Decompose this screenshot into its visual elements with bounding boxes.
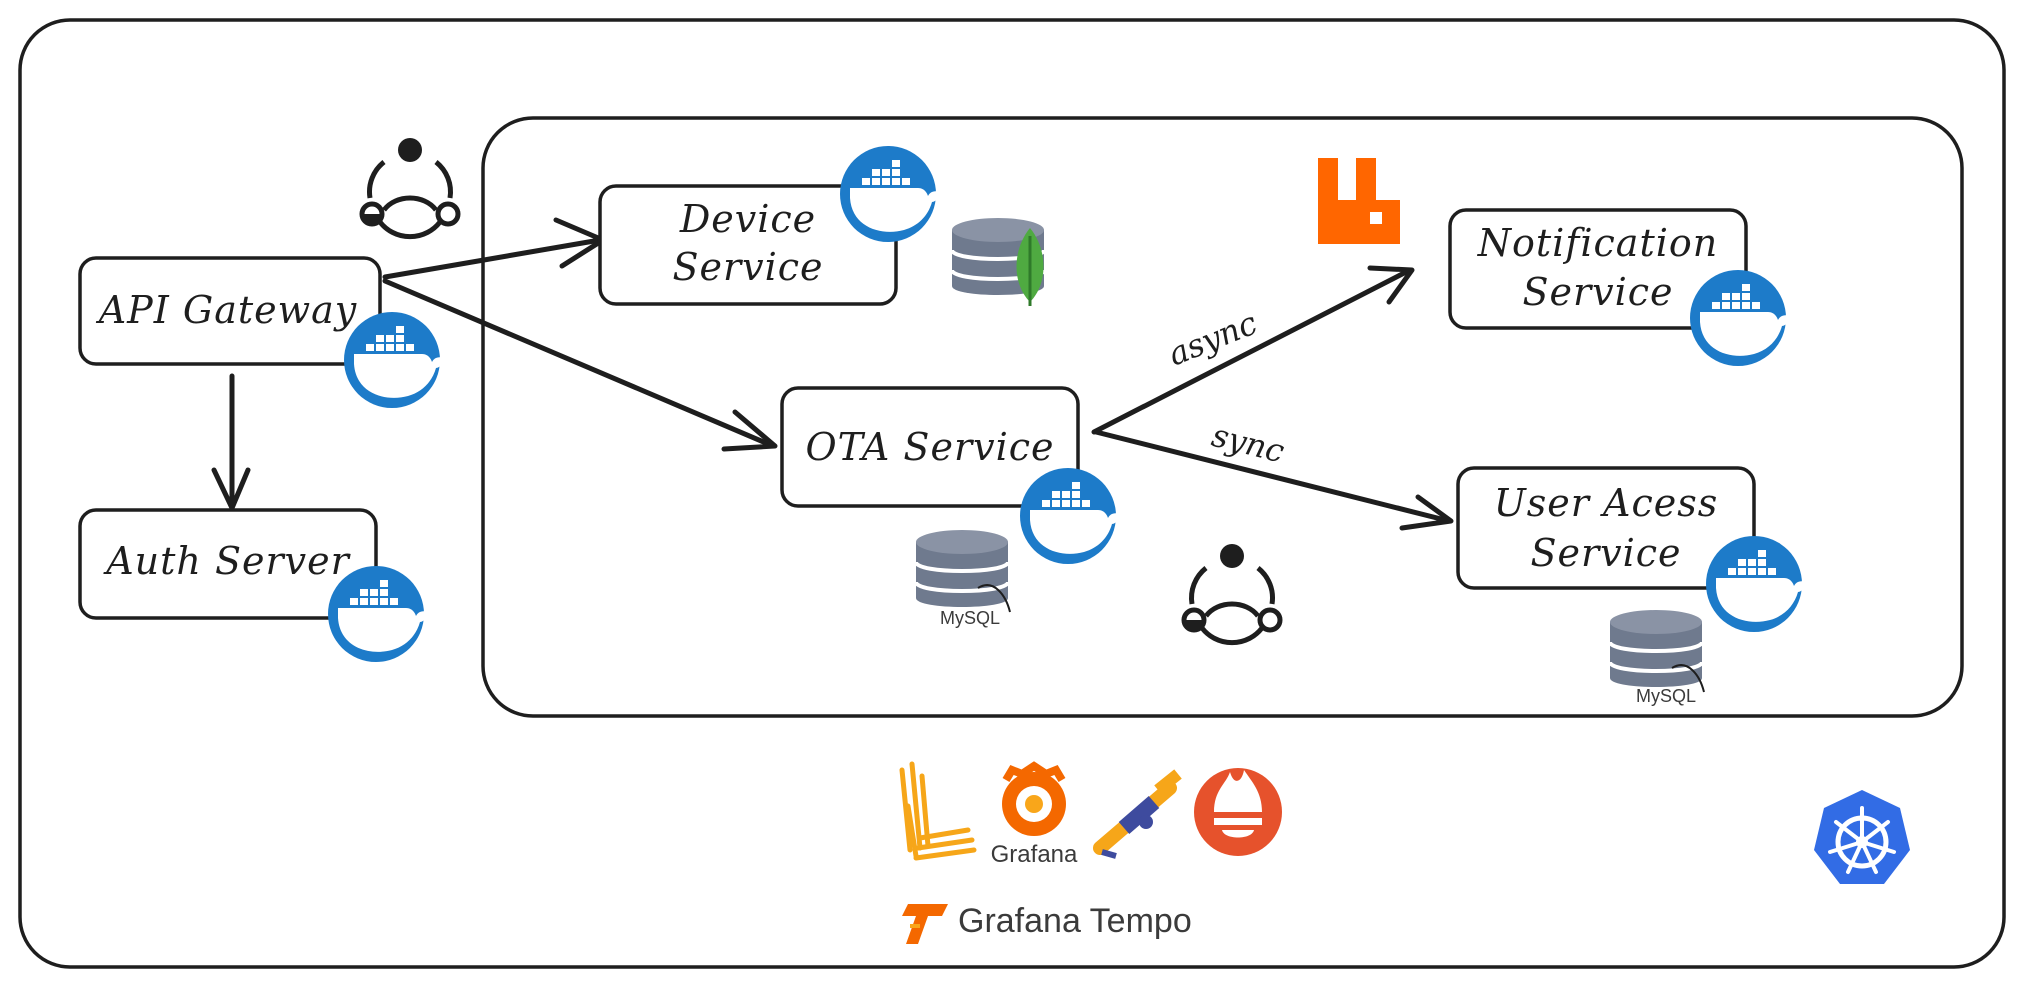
- docker-icon: [1706, 536, 1806, 632]
- grafana-icon: Grafana: [991, 761, 1078, 868]
- notification-service-node[interactable]: Notification Service: [1448, 208, 1748, 330]
- service-discovery-icon: [1184, 544, 1280, 643]
- grafana-tempo-logo: Grafana Tempo: [902, 902, 1192, 944]
- grafana-label: Grafana: [991, 841, 1078, 868]
- edge-gateway-to-ota: [382, 278, 778, 452]
- edge-gateway-to-device: [382, 217, 606, 280]
- grafana-tempo-label: Grafana Tempo: [958, 902, 1192, 940]
- telescope-icon: [1093, 769, 1182, 859]
- api-gateway-node[interactable]: API Gateway: [78, 256, 382, 366]
- kubernetes-icon: [1814, 790, 1910, 884]
- device-service-node[interactable]: Device Service: [598, 184, 898, 306]
- notification-service-label-line1: Notification: [1477, 221, 1718, 265]
- notification-service-label-line2: Service: [1522, 270, 1673, 314]
- ota-service-label: OTA Service: [805, 425, 1054, 469]
- mysql-label: MySQL: [940, 608, 1000, 628]
- auth-server-node[interactable]: Auth Server: [78, 508, 378, 620]
- rabbitmq-icon: [1318, 158, 1400, 244]
- device-service-label-line2: Service: [672, 245, 823, 289]
- loki-icon: [899, 761, 977, 861]
- mongodb-database-icon: [950, 216, 1046, 306]
- edge-ota-to-notification: [1091, 265, 1415, 435]
- edge-gateway-to-auth: [211, 373, 251, 511]
- docker-icon: [840, 146, 940, 242]
- device-service-label-line1: Device: [679, 197, 816, 241]
- edge-ota-to-user-access: [1093, 429, 1454, 531]
- outer-cluster-frame: [18, 18, 2006, 969]
- services-boundary-frame: [481, 116, 1964, 718]
- user-access-service-node[interactable]: User Acess Service: [1456, 466, 1756, 590]
- docker-icon: [1690, 270, 1790, 366]
- api-gateway-label: API Gateway: [96, 288, 358, 332]
- ota-service-node[interactable]: OTA Service: [780, 386, 1080, 508]
- edge-label-async: async: [1163, 304, 1263, 374]
- prometheus-icon: [1194, 768, 1282, 856]
- docker-icon: [344, 312, 444, 408]
- service-discovery-icon: [362, 138, 458, 237]
- user-access-service-label-line1: User Acess: [1494, 481, 1718, 525]
- docker-icon: [1020, 468, 1120, 564]
- user-access-service-label-line2: Service: [1530, 531, 1681, 575]
- mysql-database-icon: MySQL: [1608, 608, 1705, 706]
- mysql-label: MySQL: [1636, 686, 1696, 706]
- auth-server-label: Auth Server: [103, 539, 351, 583]
- mysql-database-icon: MySQL: [914, 528, 1011, 628]
- docker-icon: [328, 566, 428, 662]
